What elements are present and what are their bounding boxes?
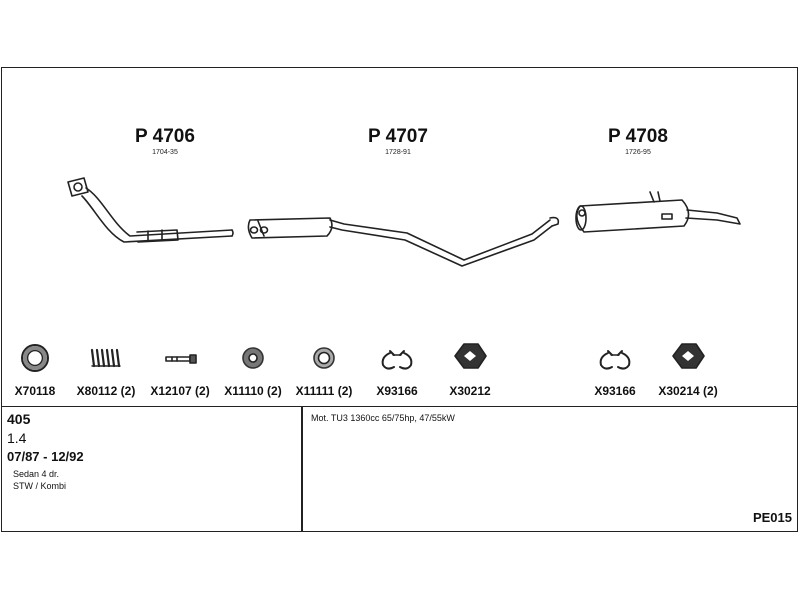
hanger-icon [672, 343, 705, 369]
part-subcode-middle: 1728-91 [385, 149, 411, 156]
part-number-middle: P 4707 [368, 126, 428, 147]
accessory-code: X93166 [376, 384, 418, 398]
bolt-icon [165, 354, 197, 364]
body-type: Sedan 4 dr. [13, 469, 60, 479]
part-number-rear: P 4708 [608, 126, 668, 147]
part-subcode-front: 1704-35 [152, 149, 178, 156]
part-number-front: P 4706 [135, 126, 195, 147]
diagram-frame: P 4706 1704-35 P 4707 1728-91 P 4708 172… [1, 67, 798, 532]
accessory-code: X80112 (2) [76, 384, 136, 398]
accessory-code: X12107 (2) [150, 384, 210, 398]
clamp-icon [381, 350, 413, 370]
rubber-mount-icon [242, 347, 264, 369]
hanger-icon [454, 343, 487, 369]
body-type: STW / Kombi [13, 481, 67, 491]
accessory-code: X70118 [14, 384, 56, 398]
info-panel: 405 1.4 07/87 - 12/92 Sedan 4 dr. STW / … [2, 406, 797, 531]
rear-silencer-drawing [575, 191, 741, 233]
model-years: 07/87 - 12/92 [7, 449, 84, 464]
spring-icon [90, 348, 121, 368]
clamp-icon [599, 350, 631, 370]
part-subcode-rear: 1726-95 [625, 149, 651, 156]
front-pipe-drawing [67, 177, 234, 243]
rubber-ring-icon [313, 347, 335, 369]
diagram-reference: PE015 [752, 510, 792, 525]
accessory-code: X93166 [594, 384, 636, 398]
accessory-code: X30212 [449, 384, 491, 398]
ring-gasket-icon [21, 344, 49, 372]
vehicle-model: 405 [7, 411, 31, 427]
accessory-code: X11111 (2) [295, 384, 353, 398]
engine-size: 1.4 [7, 430, 27, 446]
exhaust-parts-drawing [21, 177, 741, 372]
accessory-code: X11110 (2) [224, 384, 282, 398]
middle-silencer-drawing [247, 216, 560, 267]
motor-spec: Mot. TU3 1360cc 65/75hp, 47/55kW [311, 413, 455, 423]
info-divider [301, 407, 303, 531]
accessory-code: X30214 (2) [658, 384, 718, 398]
